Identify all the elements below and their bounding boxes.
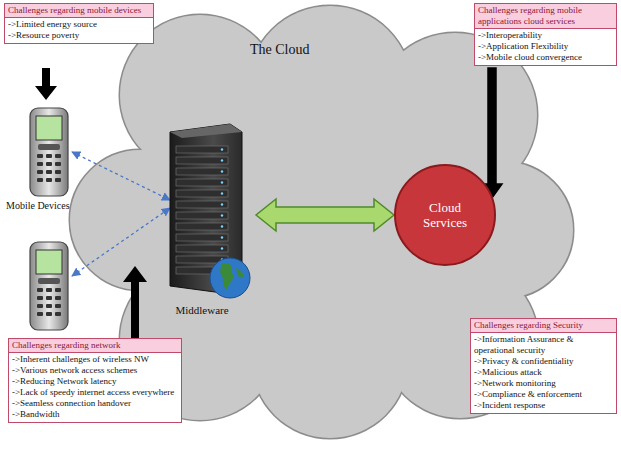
list-item: ->Reducing Network latency bbox=[9, 376, 181, 387]
list-item: ->Information Assurance & operational se… bbox=[471, 334, 616, 356]
list-item: ->Seamless connection handover bbox=[9, 398, 181, 409]
phone-icon bbox=[30, 242, 68, 330]
node-label: Middleware bbox=[150, 304, 254, 316]
challenge-box: Challenges regarding Security->Informati… bbox=[470, 318, 617, 414]
box-body: ->Limited energy source->Resource povert… bbox=[5, 18, 153, 43]
list-item: ->Lack of speedy internet access everywh… bbox=[9, 387, 181, 398]
box-body: ->Information Assurance & operational se… bbox=[471, 333, 616, 413]
block-arrow bbox=[482, 68, 502, 198]
list-item: ->Compliance & enforcement bbox=[471, 389, 616, 400]
list-item: ->Resource poverty bbox=[5, 30, 153, 41]
service-circle: Cloud Services bbox=[393, 163, 497, 267]
list-item: ->Interoperability bbox=[475, 30, 616, 41]
box-body: ->Interoperability->Application Flexibil… bbox=[475, 29, 616, 65]
challenge-box: Challenges regarding network->Inherent c… bbox=[8, 338, 182, 423]
box-body: ->Inherent challenges of wireless NW->Va… bbox=[9, 353, 181, 422]
list-item: ->Various network access schemes bbox=[9, 365, 181, 376]
device-label: Mobile Devices bbox=[6, 200, 70, 211]
box-heading: Challenges regarding mobile applications… bbox=[475, 4, 616, 29]
challenge-box: Challenges regarding mobile devices->Lim… bbox=[4, 3, 154, 44]
challenge-box: Challenges regarding mobile applications… bbox=[474, 3, 617, 66]
list-item: ->Bandwidth bbox=[9, 409, 181, 420]
box-heading: Challenges regarding Security bbox=[471, 319, 616, 333]
list-item: ->Mobile cloud convergence bbox=[475, 52, 616, 63]
phone-icon bbox=[30, 108, 68, 196]
list-item: ->Application Flexibility bbox=[475, 41, 616, 52]
server-icon bbox=[150, 118, 254, 318]
list-item: ->Network monitoring bbox=[471, 378, 616, 389]
double-arrow bbox=[256, 199, 394, 231]
pointer-arrow bbox=[123, 266, 147, 338]
pointer-arrow bbox=[35, 68, 57, 100]
node-label: Cloud Services bbox=[410, 200, 480, 230]
cloud-title: The Cloud bbox=[250, 42, 310, 58]
box-heading: Challenges regarding network bbox=[9, 339, 181, 353]
list-item: ->Privacy & confidentiality bbox=[471, 356, 616, 367]
list-item: ->Limited energy source bbox=[5, 19, 153, 30]
list-item: ->Incident response bbox=[471, 400, 616, 411]
list-item: ->Inherent challenges of wireless NW bbox=[9, 354, 181, 365]
wireless-link bbox=[72, 208, 170, 276]
box-heading: Challenges regarding mobile devices bbox=[5, 4, 153, 18]
server-node: Middleware bbox=[150, 118, 254, 318]
list-item: ->Malicious attack bbox=[471, 367, 616, 378]
wireless-link bbox=[72, 152, 170, 200]
